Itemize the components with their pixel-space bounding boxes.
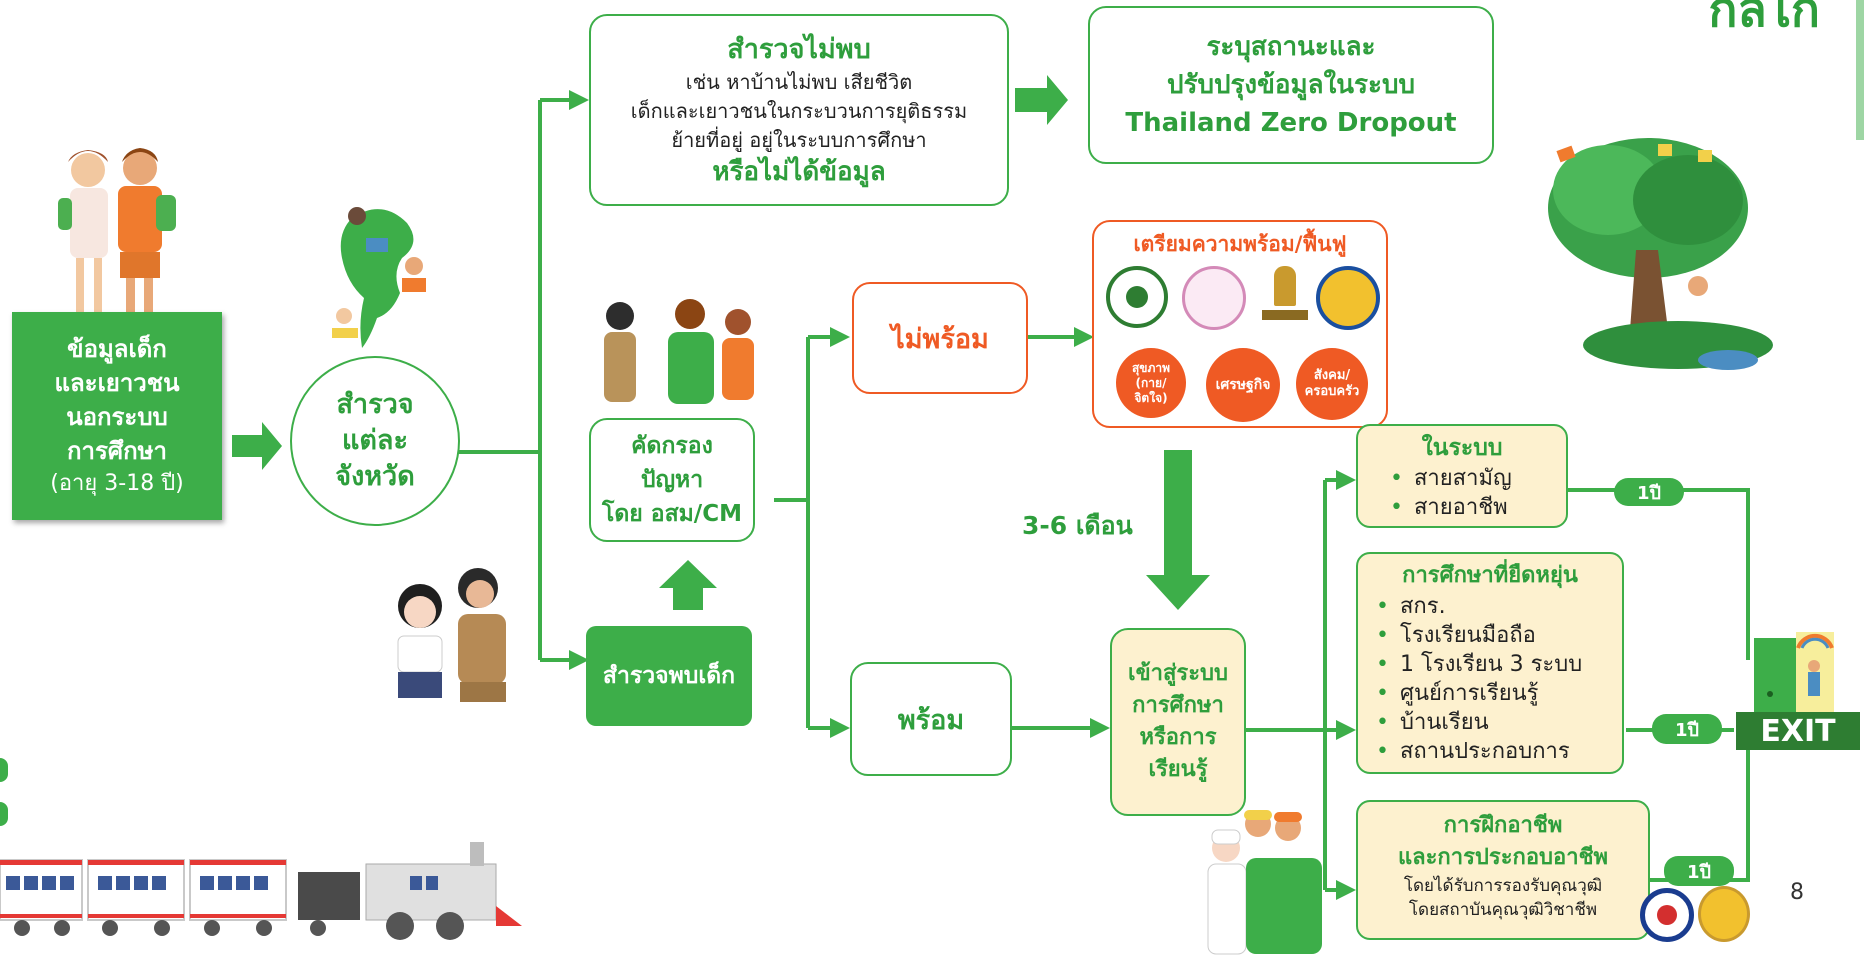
ready-label: พร้อม	[897, 704, 965, 736]
children-data-age: (อายุ 3-18 ปี)	[50, 471, 184, 496]
not-found-box: สำรวจไม่พบ เช่น หาบ้านไม่พบ เสียชีวิต เด…	[589, 14, 1009, 206]
survey-province-line2: แต่ละ	[342, 425, 408, 456]
tzd-line1: ระบุสถานะและ	[1206, 32, 1376, 62]
one-year-badge: 1ปี	[1664, 856, 1734, 886]
teacher-student-illustration	[397, 568, 506, 702]
tzd-line2: ปรับปรุงข้อมูลในระบบ	[1166, 70, 1415, 100]
enter-line2: การศึกษา	[1132, 693, 1224, 718]
workers-illustration	[1207, 810, 1322, 955]
vocational-line3: โดยได้รับการรองรับคุณวุฒิ	[1403, 876, 1603, 896]
screening-line2: ปัญหา	[640, 467, 704, 493]
enter-line3: หรือการ	[1139, 725, 1217, 750]
screening-line1: คัดกรอง	[631, 433, 713, 459]
enter-line1: เข้าสู่ระบบ	[1128, 661, 1228, 686]
flexible-item: สถานประกอบการ	[1376, 737, 1582, 766]
screening-box: คัดกรอง ปัญหา โดย อสม/CM	[589, 418, 755, 542]
not-ready-label: ไม่พร้อม	[891, 323, 989, 355]
prepare-title: เตรียมความพร้อม/ฟื้นฟู	[1133, 232, 1347, 256]
vocational-line1: การฝึกอาชีพ	[1443, 813, 1563, 838]
in-system-box: ในระบบ สายสามัญ สายอาชีพ	[1356, 424, 1568, 528]
side-decoration	[1856, 0, 1864, 140]
not-found-line4: หรือไม่ได้ข้อมูล	[712, 156, 886, 187]
found-label: สำรวจพบเด็ก	[602, 663, 736, 689]
children-data-line4: การศึกษา	[67, 437, 167, 465]
train-illustration	[0, 842, 522, 940]
ministry-seal-icon	[1182, 266, 1246, 330]
tzd-box: ระบุสถานะและ ปรับปรุงข้อมูลในระบบ Thaila…	[1088, 6, 1494, 164]
page-number: 8	[1790, 880, 1804, 905]
education-ministry-seal-icon	[1262, 266, 1308, 328]
interior-ministry-seal-icon	[1316, 266, 1380, 330]
enter-line4: เรียนรู้	[1148, 757, 1208, 782]
side-decoration	[0, 802, 8, 826]
flexible-item: โรงเรียนมือถือ	[1376, 621, 1582, 650]
exit-sign: EXIT	[1736, 712, 1860, 750]
duration-label: 3-6 เดือน	[1022, 511, 1133, 540]
health-circle: สุขภาพ (กาย/ จิตใจ)	[1116, 348, 1186, 418]
vocational-line2: และการประกอบอาชีพ	[1397, 845, 1609, 870]
family-illustration	[604, 299, 754, 404]
in-system-title: ในระบบ	[1421, 435, 1503, 461]
ready-box: พร้อม	[850, 662, 1012, 776]
children-data-line3: นอกระบบ	[66, 403, 168, 431]
flexible-item: 1 โรงเรียน 3 ระบบ	[1376, 650, 1582, 679]
flexible-title: การศึกษาที่ยืดหยุ่น	[1402, 563, 1578, 588]
survey-province-line3: จังหวัด	[335, 461, 415, 492]
flexible-education-box: การศึกษาที่ยืดหยุ่น สกร. โรงเรียนมือถือ …	[1356, 552, 1624, 774]
enter-education-box: เข้าสู่ระบบ การศึกษา หรือการ เรียนรู้	[1110, 628, 1246, 816]
social-circle: สังคม/ ครอบครัว	[1296, 348, 1368, 420]
economy-circle: เศรษฐกิจ	[1206, 348, 1280, 422]
screening-line3: โดย อสม/CM	[602, 501, 742, 527]
not-found-line1: เช่น หาบ้านไม่พบ เสียชีวิต	[685, 69, 913, 94]
not-found-line3: ย้ายที่อยู่ อยู่ในระบบการศึกษา	[671, 127, 927, 152]
children-data-box: ข้อมูลเด็ก และเยาวชน นอกระบบ การศึกษา (อ…	[12, 312, 222, 520]
tpqi-logo-icon	[1640, 888, 1694, 942]
one-year-badge: 1ปี	[1652, 714, 1722, 744]
vocational-box: การฝึกอาชีพ และการประกอบอาชีพ โดยได้รับก…	[1356, 800, 1650, 940]
survey-province-line1: สำรวจ	[336, 389, 414, 420]
in-system-item: สายอาชีพ	[1390, 493, 1512, 522]
survey-province-circle: สำรวจ แต่ละ จังหวัด	[290, 356, 460, 526]
found-box: สำรวจพบเด็ก	[586, 626, 752, 726]
not-ready-box: ไม่พร้อม	[852, 282, 1028, 394]
in-system-item: สายสามัญ	[1390, 464, 1512, 493]
thai-emblem-icon	[1698, 886, 1750, 942]
corner-title: กลไก	[1708, 0, 1820, 38]
exit-door-illustration	[1754, 632, 1834, 720]
one-year-badge: 1ปี	[1614, 478, 1684, 506]
flexible-item: บ้านเรียน	[1376, 708, 1582, 737]
not-found-line2: เด็กและเยาวชนในกระบวนการยุติธรรม	[630, 98, 968, 123]
students-illustration	[58, 148, 176, 318]
flexible-item: สกร.	[1376, 592, 1582, 621]
children-data-line1: ข้อมูลเด็ก	[67, 335, 167, 363]
flexible-item: ศูนย์การเรียนรู้	[1376, 679, 1582, 708]
side-decoration	[0, 758, 8, 782]
tzd-line3: Thailand Zero Dropout	[1125, 108, 1457, 138]
map-illustration	[332, 207, 426, 348]
tree-reading-illustration	[1548, 138, 1773, 370]
children-data-line2: และเยาวชน	[54, 369, 180, 397]
ministry-health-seal-icon	[1106, 266, 1168, 328]
vocational-line4: โดยสถาบันคุณวุฒิวิชาชีพ	[1408, 900, 1598, 920]
not-found-title: สำรวจไม่พบ	[727, 33, 871, 65]
prepare-box: เตรียมความพร้อม/ฟื้นฟู สุขภาพ (กาย/ จิตใ…	[1092, 220, 1388, 428]
